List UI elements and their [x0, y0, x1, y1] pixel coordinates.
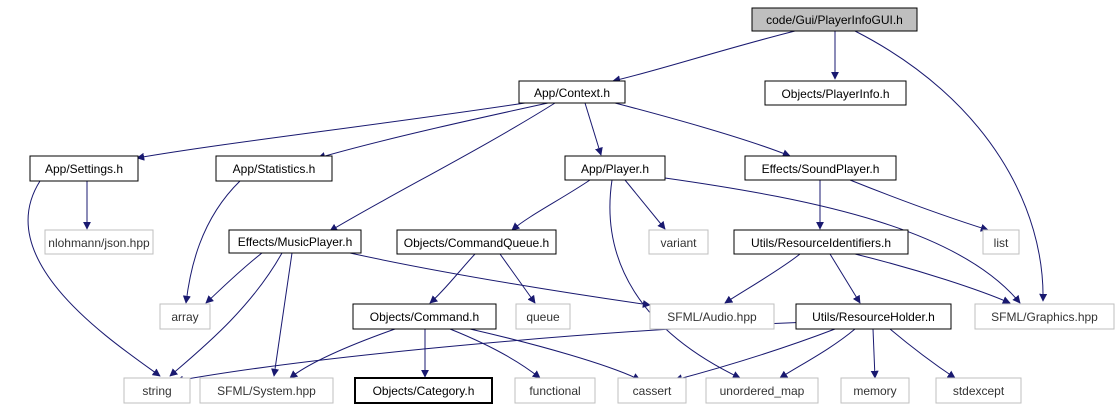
node-stdexcept[interactable]: stdexcept [935, 377, 1022, 404]
edge-musicplayer-system [271, 252, 293, 377]
node-command[interactable]: Objects/Command.h [352, 303, 497, 330]
edge-musicplayer-array [205, 252, 263, 304]
edge-resholder-umap [779, 328, 856, 379]
edge-cmdqueue-command [429, 253, 476, 304]
node-functional[interactable]: functional [514, 377, 596, 404]
edge-resid-audio [724, 253, 801, 304]
node-label: variant [660, 236, 697, 250]
node-category[interactable]: Objects/Category.h [354, 377, 493, 404]
node-label: Objects/PlayerInfo.h [781, 87, 889, 101]
node-label: SFML/System.hpp [217, 384, 316, 398]
node-string[interactable]: string [123, 377, 191, 404]
edge-resid-resholder [829, 253, 861, 304]
node-label: list [994, 236, 1009, 250]
node-label: cassert [633, 384, 672, 398]
node-label: functional [529, 384, 580, 398]
node-label: Effects/MusicPlayer.h [238, 235, 353, 249]
node-label: App/Settings.h [45, 162, 123, 176]
node-label: SFML/Audio.hpp [667, 310, 757, 324]
node-list[interactable]: list [982, 229, 1020, 255]
edge-player-umap [609, 179, 741, 379]
edge-player-variant [624, 179, 666, 230]
node-label: string [142, 384, 171, 398]
node-label: App/Player.h [581, 162, 649, 176]
edge-context-settings [136, 102, 526, 161]
node-label: array [171, 310, 198, 324]
edge-statistics-array [182, 180, 241, 304]
node-cassert[interactable]: cassert [617, 377, 687, 404]
node-label: Effects/SoundPlayer.h [762, 162, 880, 176]
edge-command-system [289, 328, 396, 379]
node-cmdqueue[interactable]: Objects/CommandQueue.h [396, 229, 557, 255]
node-label: stdexcept [953, 384, 1005, 398]
node-json[interactable]: nlohmann/json.hpp [44, 229, 154, 255]
node-audio[interactable]: SFML/Audio.hpp [649, 303, 775, 330]
edge-cmdqueue-queue [499, 253, 536, 304]
node-label: App/Context.h [534, 86, 610, 100]
edge-context-player [584, 102, 603, 156]
edge-context-soundplayer [614, 102, 791, 158]
node-label: SFML/Graphics.hpp [991, 310, 1098, 324]
edge-soundplayer-list [849, 179, 989, 232]
node-musicplayer[interactable]: Effects/MusicPlayer.h [228, 229, 362, 254]
edge-resholder-stdexcept [889, 328, 956, 379]
node-label: Utils/ResourceIdentifiers.h [751, 236, 891, 250]
node-system[interactable]: SFML/System.hpp [199, 377, 334, 404]
edge-resid-graphics [854, 253, 1011, 304]
node-label: Objects/Command.h [370, 310, 479, 324]
edge-musicplayer-audio [349, 252, 651, 308]
edge-musicplayer-string [169, 252, 283, 377]
node-array[interactable]: array [159, 303, 211, 330]
node-memory[interactable]: memory [840, 377, 910, 404]
edge-root-graphics [854, 30, 1048, 302]
node-context[interactable]: App/Context.h [518, 80, 626, 104]
edge-command-functional [449, 328, 541, 379]
node-playerinfo[interactable]: Objects/PlayerInfo.h [764, 80, 907, 106]
edge-resholder-string [175, 321, 811, 384]
node-label: queue [526, 310, 560, 324]
edge-command-cassert [469, 328, 641, 381]
node-label: Utils/ResourceHolder.h [812, 310, 935, 324]
node-resid[interactable]: Utils/ResourceIdentifiers.h [733, 229, 909, 255]
edge-context-statistics [317, 102, 549, 160]
node-label: Objects/Category.h [373, 384, 475, 398]
edge-resholder-cassert [674, 328, 836, 383]
edge-resholder-memory [870, 328, 879, 379]
edge-context-musicplayer [329, 102, 556, 232]
edge-player-cmdqueue [511, 179, 591, 231]
edge-root-context [612, 30, 796, 84]
node-statistics[interactable]: App/Statistics.h [215, 155, 333, 182]
node-label: Objects/CommandQueue.h [404, 236, 549, 250]
edge-settings-string [27, 180, 161, 377]
node-umap[interactable]: unordered_map [705, 377, 819, 404]
edge-player-graphics [664, 177, 1021, 304]
node-label: memory [853, 384, 896, 398]
node-settings[interactable]: App/Settings.h [29, 155, 139, 182]
node-variant[interactable]: variant [648, 229, 709, 255]
node-queue[interactable]: queue [515, 303, 571, 330]
node-label: code/Gui/PlayerInfoGUI.h [766, 13, 903, 27]
nodes: code/Gui/PlayerInfoGUI.h App/Context.h O… [29, 7, 1115, 404]
node-resholder[interactable]: Utils/ResourceHolder.h [795, 303, 952, 330]
node-soundplayer[interactable]: Effects/SoundPlayer.h [744, 155, 897, 181]
node-player[interactable]: App/Player.h [564, 155, 666, 181]
node-root[interactable]: code/Gui/PlayerInfoGUI.h [751, 7, 918, 32]
node-label: nlohmann/json.hpp [48, 236, 150, 250]
node-graphics[interactable]: SFML/Graphics.hpp [974, 303, 1115, 330]
node-label: App/Statistics.h [233, 162, 316, 176]
node-label: unordered_map [720, 384, 805, 398]
